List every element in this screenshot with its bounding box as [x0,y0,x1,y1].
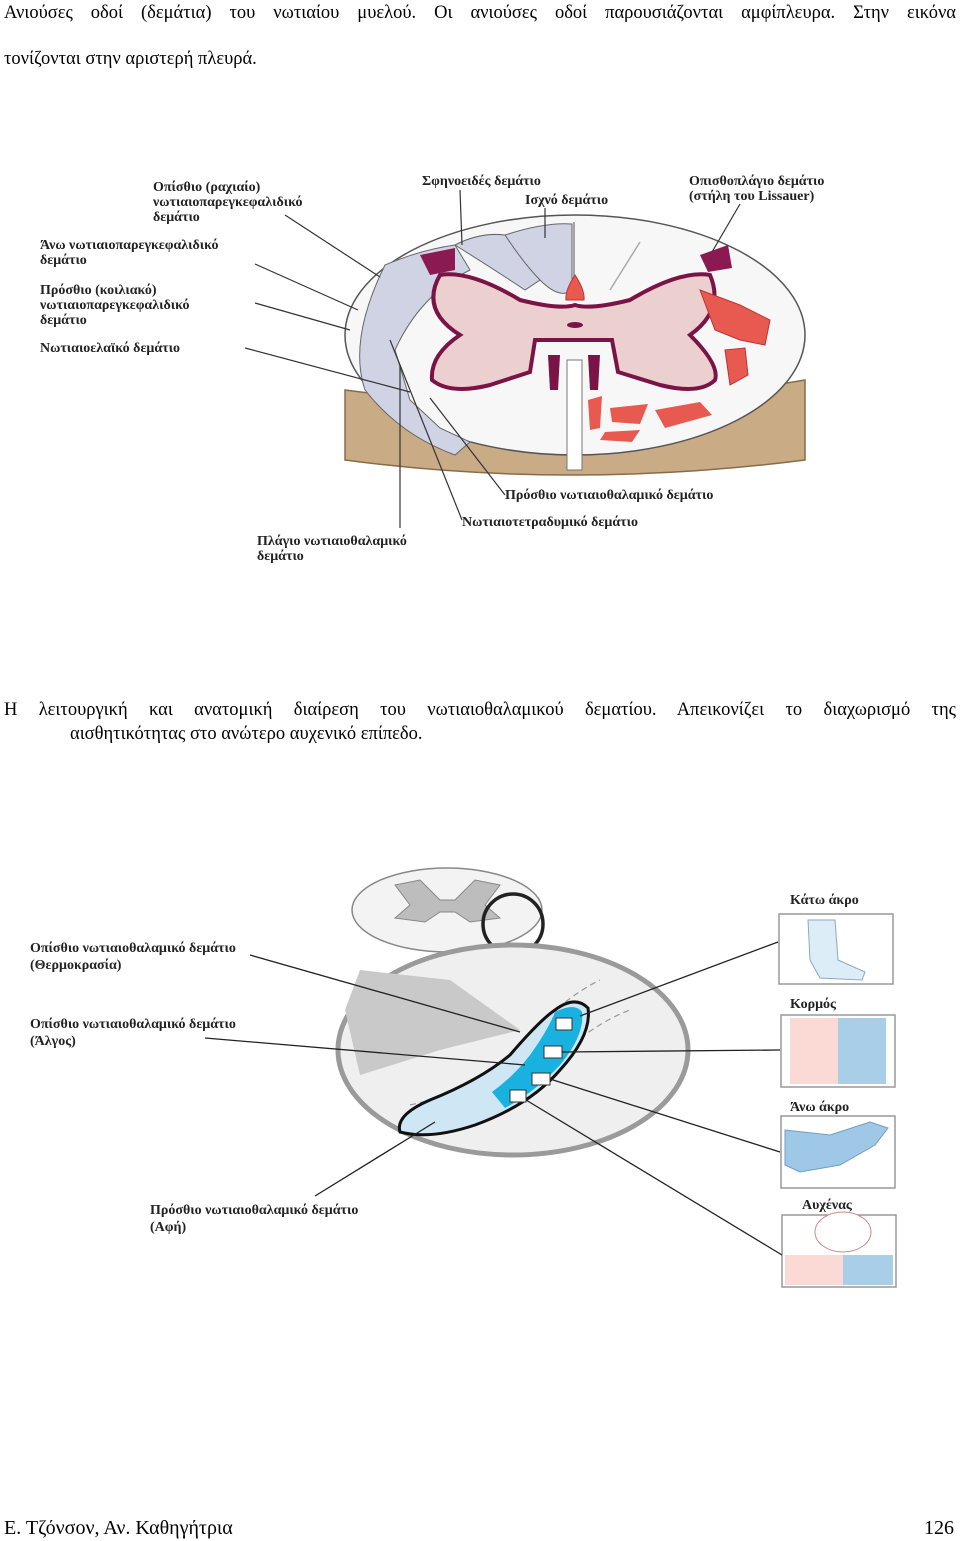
marker-upper-limb [531,1072,551,1086]
posterior-spinocerebellar-right [699,289,771,346]
head-outline [814,1211,872,1253]
label-spinotectal: Νωτιαιοτετραδυμικό δεμάτιο [462,515,638,530]
lateral-tract-highlight [492,1007,583,1108]
label-upper-limb: Άνω άκρο [790,1100,849,1115]
label-spino-olivary: Νωτιαιοελαϊκό δεμάτιο [40,341,180,356]
intro-line-2: τονίζονται στην αριστερή πλευρά. [4,49,257,69]
label-cuneate: Σφηνοειδές δεμάτιο [422,174,541,189]
label-anterior-spinothalamic: Πρόσθιο νωτιαιοθαλαμικό δεμάτιο [505,488,713,503]
label-lateral-spinothalamic-2: δεμάτιο [257,549,304,564]
lower-limb-drawing [807,919,866,981]
caption-line-2: αισθητικότητας στο ανώτερο αυχενικό επίπ… [70,724,423,744]
label-lissauer-2: (στήλη του Lissauer) [689,189,815,204]
label-anterior-spinocerebellar-3: δεμάτιο [40,313,87,328]
trunk-left-half [790,1018,838,1084]
label-trunk: Κορμός [790,997,837,1012]
dashed-contour-1 [409,979,601,1106]
gracile-highlight-right [565,274,585,301]
trunk-right-half [838,1018,886,1084]
label-gracile: Ισχνό δεμάτιο [525,193,608,208]
lateral-tracts-strip [359,244,471,456]
label-anterior-spinocerebellar-1: Πρόσθιο (κοιλιακό) [40,283,157,298]
label-lissauer-1: Οπισθοπλάγιο δεμάτιο [689,174,824,189]
label-upper-spinocerebellar-1: Άνω νωτιαιοπαρεγκεφαλιδικό [40,238,219,253]
gray-matter [429,272,718,391]
spinothalamic-right-3 [655,402,712,428]
magnified-gray-matter [345,970,520,1075]
anterior-horn-cells-left [548,355,560,390]
label-pain-2: (Άλγος) [30,1034,76,1049]
central-canal [567,322,583,328]
marker-lower-limb [555,1017,573,1031]
figure2-leader-lines [204,941,783,1256]
label-touch-2: (Αφή) [150,1220,186,1235]
footer-author: Ε. Τζόνσον, Αν. Καθηγήτρια [4,1517,233,1539]
figure1-leader-lines [244,189,741,528]
anterior-median-fissure [566,359,583,471]
cord-thumbnail-gray-matter [393,879,502,923]
upper-limb-drawing [784,1121,889,1173]
neck-right-half [843,1255,893,1285]
neck-left-half [785,1255,843,1285]
anterior-horn-cells-right [588,355,600,390]
page-number: 126 [924,1517,954,1539]
marker-trunk [543,1045,563,1059]
spinothalamic-right-4 [600,430,640,442]
anterior-spinocerebellar-right [724,347,749,386]
label-posterior-spinocerebellar-2: νωτιαιοπαρεγκεφαλιδικό [152,195,302,210]
caption-line-1: Η λειτουργική και ανατομική διαίρεση του… [4,700,956,720]
divider-line [609,241,641,291]
intro-line-1: Ανιούσες οδοί (δεμάτια) του νωτιαίου μυε… [4,3,956,23]
spinothalamic-tract-band [397,1000,590,1137]
spinothalamic-right-2 [610,404,648,424]
label-neck: Αυχένας [802,1198,853,1213]
spinothalamic-right-1 [588,396,602,430]
label-posterior-spinocerebellar-3: δεμάτιο [153,210,200,225]
marker-neck [509,1089,527,1103]
label-upper-spinocerebellar-2: δεμάτιο [40,253,87,268]
cuneate-tract [453,234,541,291]
label-anterior-spinocerebellar-2: νωτιαιοπαρεγκεφαλιδικό [39,298,189,313]
lissauer-tract [700,245,732,272]
posterior-spinocerebellar-band [420,248,455,275]
label-temperature-2: (Θερμοκρασία) [30,958,122,973]
label-pain-1: Οπίσθιο νωτιαιοθαλαμικό δεμάτιο [30,1017,236,1032]
label-posterior-spinocerebellar-1: Οπίσθιο (ραχιαίο) [153,180,261,195]
label-lower-limb: Κάτω άκρο [790,893,859,908]
spinothalamic-somatotopy-figure: Οπίσθιο νωτιαιοθαλαμικό δεμάτιο (Θερμοκρ… [30,867,897,1288]
label-lateral-spinothalamic-1: Πλάγιο νωτιαιοθαλαμικό [257,534,407,549]
label-touch-1: Πρόσθιο νωτιαιοθαλαμικό δεμάτιο [150,1203,358,1218]
spinal-cord-cross-section-figure: Οπίσθιο (ραχιαίο) νωτιαιοπαρεγκεφαλιδικό… [39,174,824,564]
label-temperature-1: Οπίσθιο νωτιαιοθαλαμικό δεμάτιο [30,941,236,956]
